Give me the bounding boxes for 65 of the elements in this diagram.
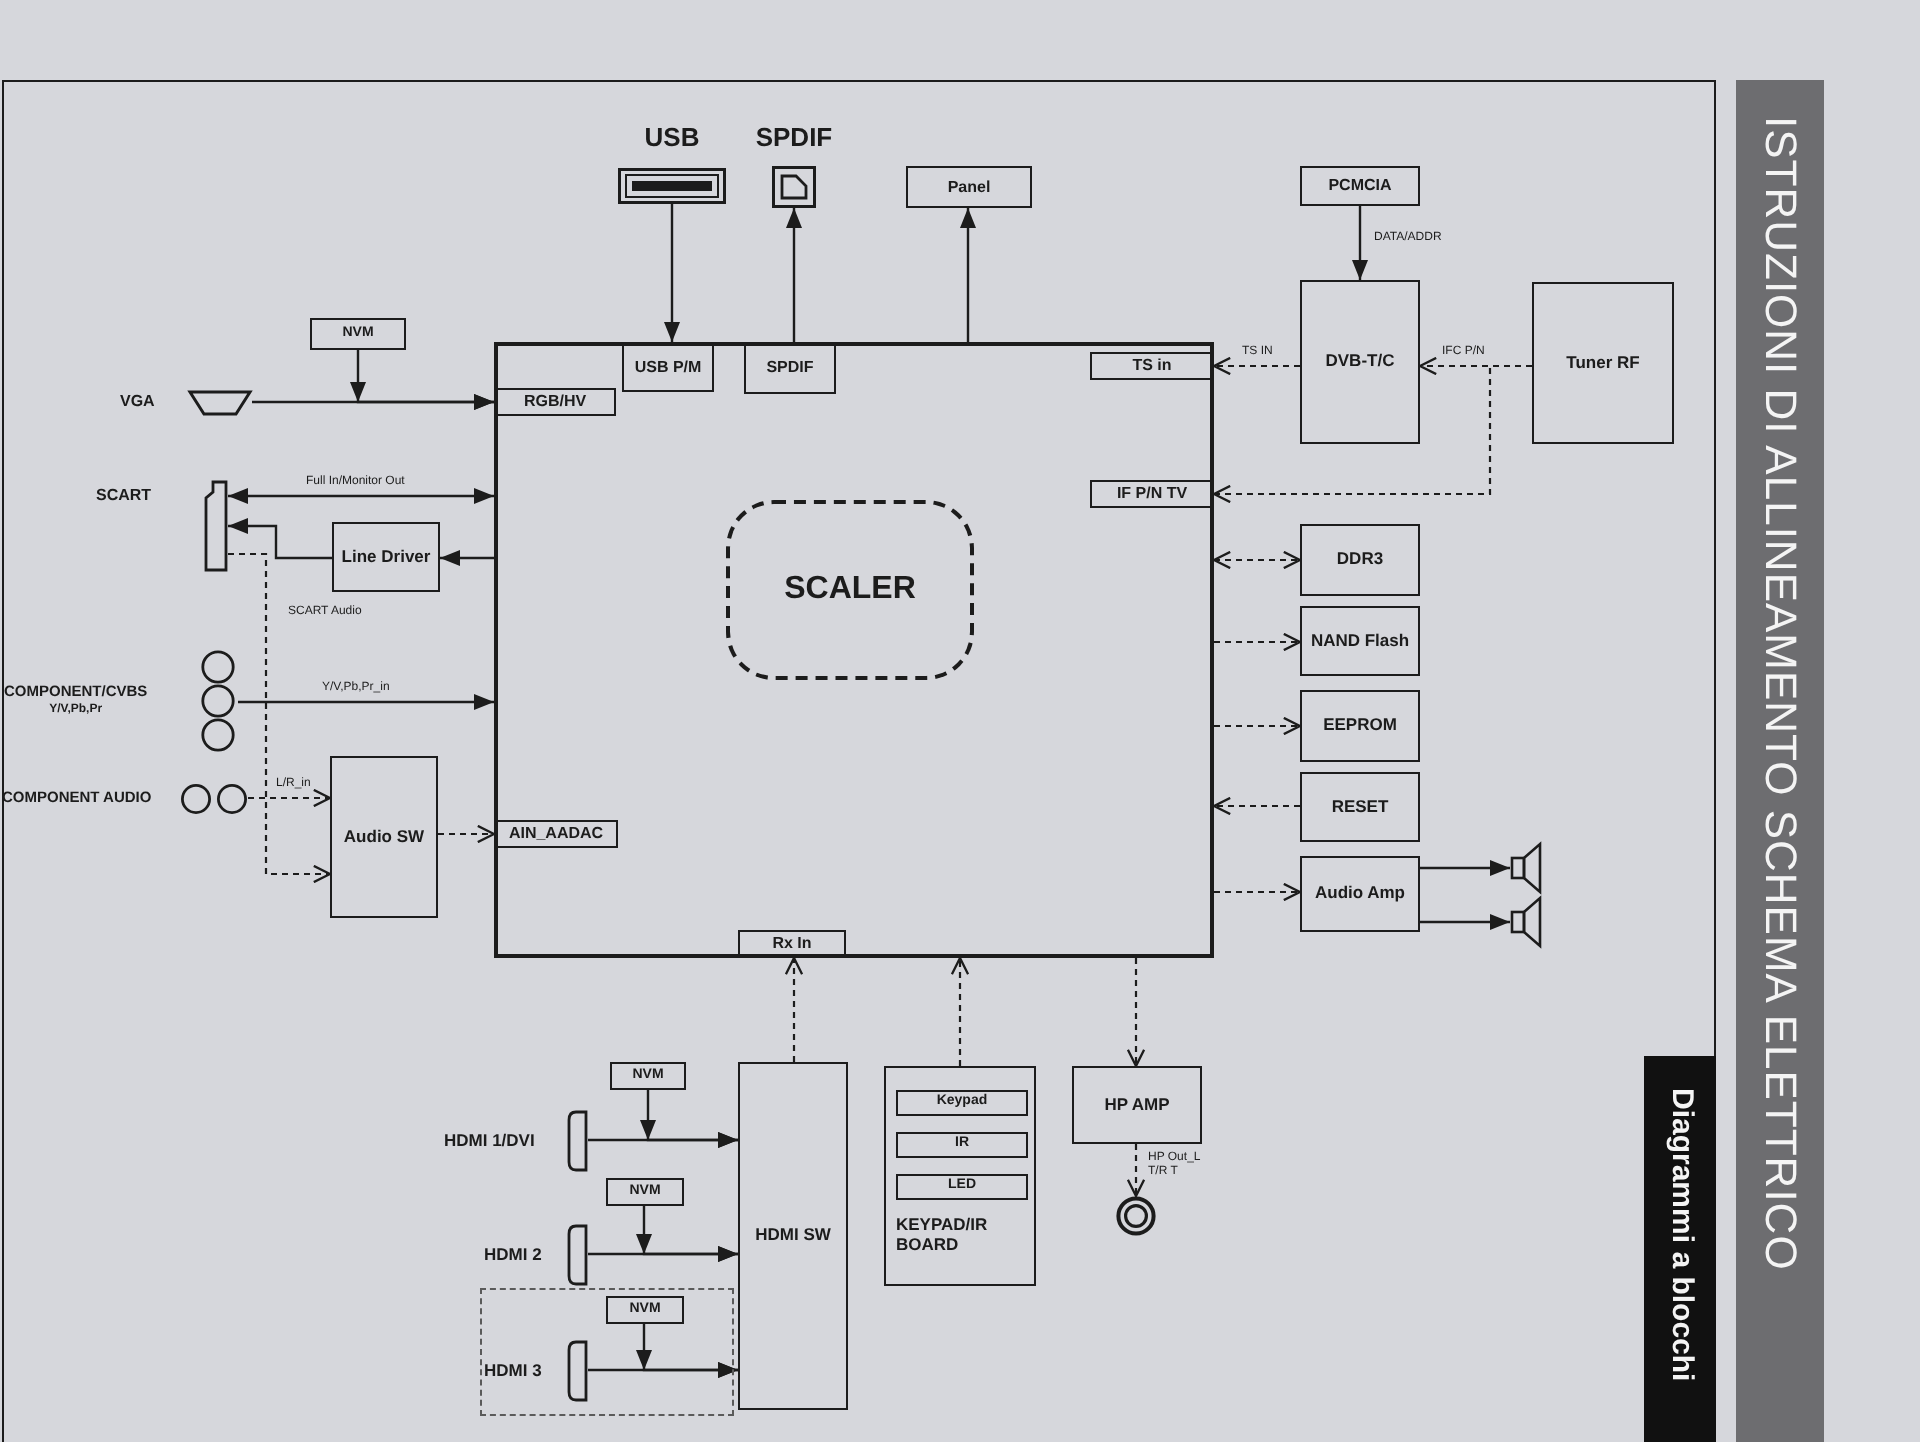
module-block: Audio SW — [330, 756, 438, 918]
module-block: DDR3 — [1300, 524, 1420, 596]
board-label: KEYPAD/IR BOARD — [896, 1216, 990, 1256]
arrow — [1214, 716, 1302, 736]
arrow — [784, 956, 804, 1062]
connector-label: SCART — [96, 486, 152, 505]
module-block: DVB-T/C — [1300, 280, 1420, 444]
connector-label: HDMI 2 — [484, 1245, 542, 1265]
connector-label: HDMI 3 — [484, 1361, 542, 1381]
arrow — [238, 694, 494, 710]
header-text: ISTRUZIONI DI ALLINEAMENTO SCHEMA ELETTRICO — [1755, 116, 1805, 1271]
arrow — [228, 518, 332, 560]
arrow — [1212, 550, 1302, 570]
port-block: IF P/N TV — [1090, 480, 1214, 508]
speaker-icon — [1510, 896, 1542, 948]
connector-label: HDMI 1/DVI — [444, 1131, 535, 1151]
arrow — [1214, 882, 1302, 902]
arrow — [228, 488, 494, 504]
port-block: TS in — [1090, 352, 1214, 380]
arrow — [1420, 860, 1510, 876]
module-block: Tuner RF — [1532, 282, 1674, 444]
core-block: SCALER — [726, 500, 974, 680]
section-title: Diagrammi a blocchi — [1663, 1088, 1697, 1382]
arrow — [636, 1206, 738, 1262]
module-block: NAND Flash — [1300, 606, 1420, 676]
arrow — [252, 394, 494, 410]
arrow — [1212, 796, 1300, 816]
arrow — [786, 208, 802, 342]
arrow — [1212, 356, 1300, 376]
arrow — [1214, 632, 1302, 652]
connector-label: VGA — [120, 392, 155, 412]
arrow — [640, 1090, 738, 1148]
port-block: SPDIF — [744, 342, 836, 394]
port-block: RGB/HV — [494, 388, 616, 416]
speaker-icon — [1510, 842, 1542, 894]
system-block — [494, 342, 1214, 958]
arrow — [664, 204, 680, 342]
port-block: USB P/M — [622, 342, 714, 392]
arrow — [1126, 958, 1146, 1068]
module-block: HDMI SW — [738, 1062, 848, 1410]
arrow — [960, 208, 976, 342]
arrow — [440, 550, 494, 566]
dashed-group-outline — [480, 1288, 734, 1416]
audio-jack-icon — [1116, 1196, 1156, 1236]
arrow — [228, 552, 332, 884]
module-block: Panel — [906, 166, 1032, 208]
module-block: EEPROM — [1300, 690, 1420, 762]
arrow — [636, 1324, 738, 1378]
arrow — [1212, 364, 1532, 504]
arrow — [950, 956, 970, 1066]
port-block: AIN_AADAC — [494, 820, 618, 848]
module-block: RESET — [1300, 772, 1420, 842]
module-block: PCMCIA — [1300, 166, 1420, 206]
arrow — [1126, 1144, 1146, 1198]
connector-label: SPDIF — [755, 124, 833, 154]
port-block: Rx In — [738, 930, 846, 958]
arrow — [1420, 914, 1510, 930]
module-block: Line Driver — [332, 522, 440, 592]
arrow — [1352, 206, 1368, 280]
arrow — [438, 824, 496, 844]
connector-label: USB — [644, 124, 700, 154]
module-block: Audio Amp — [1300, 856, 1420, 932]
board-block — [884, 1066, 1036, 1286]
arrow — [248, 788, 332, 808]
module-block: HP AMP — [1072, 1066, 1202, 1144]
